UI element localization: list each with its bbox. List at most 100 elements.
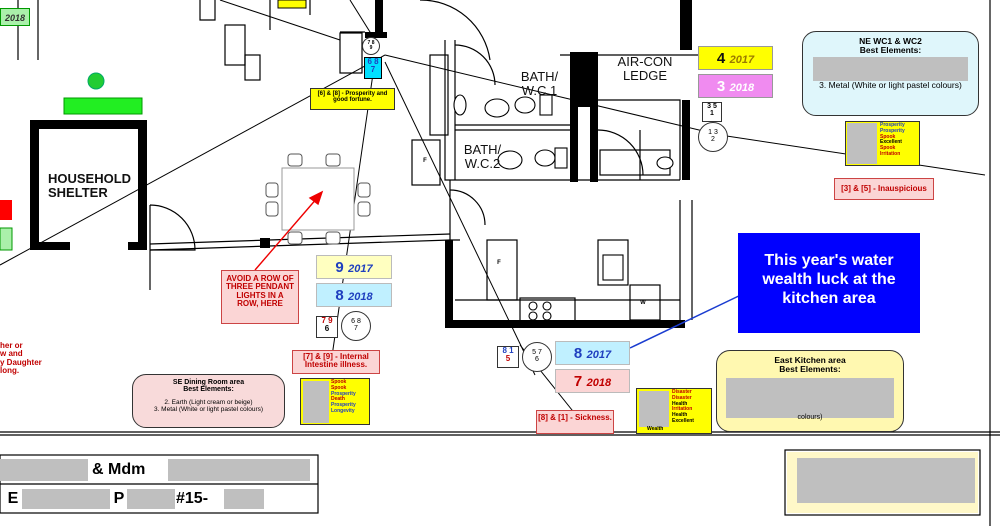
east-box-redacted bbox=[726, 377, 894, 418]
pendant-lights-note: AVOID A ROW OF THREE PENDANT LIGHTS IN A… bbox=[221, 270, 299, 324]
ne-list-4: Excellent bbox=[880, 139, 902, 146]
east-list-3: Health bbox=[672, 400, 688, 407]
ne-stars-panel: Prosperity Prosperity Spook Excellent Sp… bbox=[845, 121, 920, 166]
ne-box-metal-line: 3. Metal (White or light pastel colours) bbox=[819, 79, 962, 90]
east-stars-panel: Disaster Disaster Health Irritation Heal… bbox=[636, 388, 712, 434]
dining-star-2017: 9 2017 bbox=[316, 255, 392, 279]
client-name-redacted-2 bbox=[168, 459, 310, 481]
east-box-tail: colours) bbox=[797, 413, 823, 421]
wc-star-2018-num: 3 bbox=[716, 78, 726, 95]
fc-wc-c2: 2 bbox=[711, 136, 715, 144]
east-stars-redacted bbox=[639, 391, 669, 427]
light-green-marker bbox=[0, 227, 13, 251]
flying-chart-wc-square: 3 5 1 bbox=[702, 102, 722, 122]
flying-chart-top-square: 6 8 7 bbox=[364, 57, 382, 79]
intestine-note: [7] & [9] - Internal Intestine illness. bbox=[292, 350, 380, 374]
flying-chart-kitchen-circle: 5 7 6 bbox=[522, 342, 552, 372]
kitchen-star-2018-year: 2018 bbox=[586, 377, 612, 389]
kitchen-star-2018: 7 2018 bbox=[555, 369, 630, 393]
thick-walls bbox=[30, 0, 692, 328]
left-note-line-2: w and bbox=[0, 349, 23, 359]
address-redacted-1 bbox=[22, 489, 110, 509]
ne-list-6: Irritation bbox=[880, 150, 901, 157]
fc-kit-s1: 8 1 bbox=[502, 346, 514, 355]
wc-star-2018: 3 2018 bbox=[698, 74, 773, 98]
east-box-title: East Kitchen area bbox=[774, 355, 846, 365]
dining-star-2018-year: 2018 bbox=[348, 291, 373, 303]
inauspicious-note: [3] & [5] - Inauspicious bbox=[834, 178, 934, 200]
kitchen-star-2017: 8 2017 bbox=[555, 341, 630, 365]
ne-list-1: Prosperity bbox=[880, 122, 905, 128]
door-swings bbox=[149, 0, 644, 290]
bath2-label: BATH/ W.C.2 bbox=[455, 143, 510, 170]
fc-kit-s2: 5 bbox=[505, 354, 511, 364]
wc-star-2017-year: 2017 bbox=[729, 54, 755, 66]
se-list-1: Spook bbox=[331, 379, 347, 385]
top-year-tag: 2018 bbox=[0, 8, 30, 26]
fridge-letter: F bbox=[423, 158, 427, 164]
client-name-amp: & Mdm bbox=[92, 461, 146, 478]
left-note-line-1: her or bbox=[0, 341, 23, 350]
bath1-line-1: BATH/ bbox=[520, 69, 559, 84]
dining-star-2017-num: 9 bbox=[335, 259, 344, 276]
green-bar-marker bbox=[63, 97, 143, 115]
se-stars-panel: Spook Spook Prosperity Death Prosperity … bbox=[300, 378, 370, 425]
se-box-earth-line: 2. Earth (Light cream or beige) bbox=[164, 398, 253, 406]
ne-box-title: NE WC1 & WC2 bbox=[859, 36, 922, 46]
bath1-line-2: W.C.1 bbox=[521, 82, 558, 98]
east-list-1: Disaster bbox=[672, 389, 692, 395]
kitchen-star-2017-num: 8 bbox=[573, 345, 583, 362]
fc-din-s1: 7 9 bbox=[321, 316, 333, 325]
yellow-marker-top bbox=[277, 0, 307, 9]
se-stars-list: Spook Spook Prosperity Death Prosperity … bbox=[331, 379, 356, 415]
dining-star-2018: 8 2018 bbox=[316, 283, 392, 307]
ne-stars-list: Prosperity Prosperity Spook Excellent Sp… bbox=[880, 122, 905, 158]
green-circle-marker bbox=[87, 72, 105, 90]
bath2-line-2: W.C.2 bbox=[464, 155, 501, 171]
east-list-2: Disaster bbox=[672, 394, 692, 401]
flying-chart-dining-circle: 6 8 7 bbox=[341, 311, 371, 341]
prosperity-note: [6] & [8] - Prosperity and good fortune. bbox=[310, 88, 395, 110]
fc-kit-c2: 6 bbox=[535, 356, 539, 364]
se-box-subtitle: Best Elements: bbox=[183, 386, 234, 394]
aircon-label: AIR-CON LEDGE bbox=[605, 55, 685, 82]
left-note-line-4: long. bbox=[0, 366, 20, 376]
east-stars-list: Disaster Disaster Health Irritation Heal… bbox=[672, 389, 694, 425]
se-list-5: Prosperity bbox=[331, 402, 356, 408]
se-list-6: Longevity bbox=[331, 407, 355, 414]
east-list-6: Excellent bbox=[672, 417, 694, 424]
fc-kit-c1: 5 7 bbox=[532, 349, 542, 356]
aircon-line-1: AIR-CON bbox=[617, 54, 673, 69]
water-wealth-callout: This year's water wealth luck at the kit… bbox=[738, 233, 920, 333]
ne-list-3: Spook bbox=[880, 133, 896, 140]
address-p: P bbox=[113, 490, 125, 507]
red-arrow bbox=[254, 190, 324, 271]
east-list-4: Irritation bbox=[672, 406, 693, 413]
left-cut-note: her or w and y Daughter long. bbox=[0, 341, 68, 376]
se-list-4: Death bbox=[331, 396, 345, 403]
se-list-3: Prosperity bbox=[331, 390, 356, 397]
flying-chart-dining-square: 7 9 6 bbox=[316, 316, 338, 338]
address-e: E bbox=[7, 490, 19, 507]
se-dining-elements-box: SE Dining Room area Best Elements: 2. Ea… bbox=[132, 374, 285, 428]
fc-top-s2: 7 bbox=[370, 65, 376, 75]
fc-wc-s1: 3 5 bbox=[707, 103, 717, 110]
left-note-line-3: y Daughter bbox=[0, 357, 42, 367]
fc-top-s1: 6 8 bbox=[367, 57, 379, 66]
red-marker bbox=[0, 200, 12, 220]
fridge2-letter: F bbox=[497, 260, 501, 266]
fc-top-c2: 8 bbox=[371, 40, 375, 46]
fc-top-c3: 9 bbox=[369, 45, 373, 52]
bath2-line-1: BATH/ bbox=[463, 142, 502, 157]
shelter-line-1: HOUSEHOLD bbox=[48, 171, 132, 186]
fc-din-s2: 6 bbox=[324, 324, 330, 334]
wc-star-2017-num: 4 bbox=[716, 50, 726, 67]
flying-chart-wc-circle: 1 3 2 bbox=[698, 122, 728, 152]
se-list-2: Spook bbox=[331, 384, 347, 391]
flying-chart-kitchen-square: 8 1 5 bbox=[497, 346, 519, 368]
address-redacted-3 bbox=[224, 489, 264, 509]
se-box-title: SE Dining Room area bbox=[172, 379, 245, 386]
address-unit: #15- bbox=[176, 490, 209, 507]
client-name-redacted-1 bbox=[0, 459, 88, 481]
east-kitchen-elements-box: East Kitchen area Best Elements: colours… bbox=[716, 350, 904, 432]
